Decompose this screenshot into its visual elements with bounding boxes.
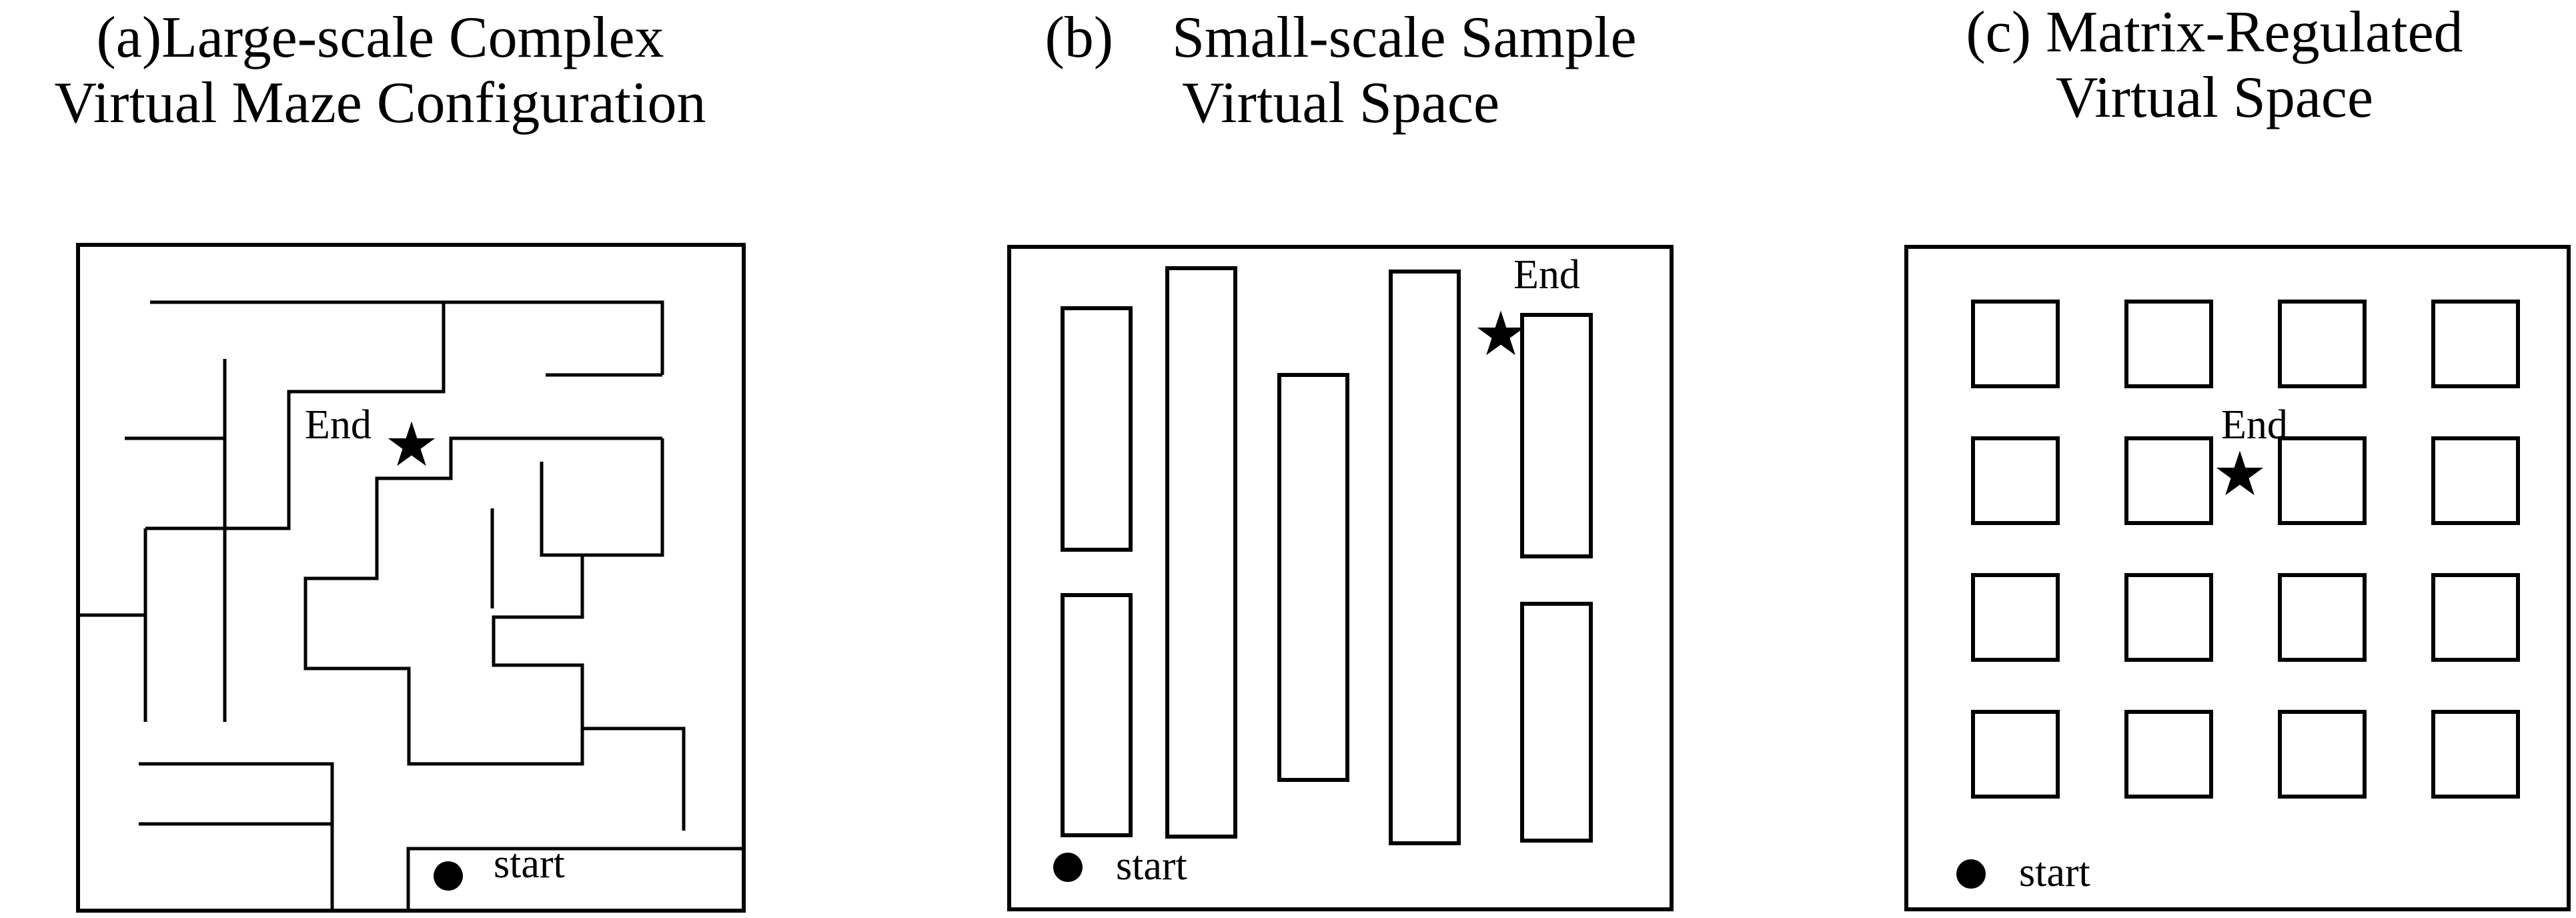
panel-a-maze: End ★ start xyxy=(76,243,746,913)
grid-block xyxy=(2278,300,2367,388)
panel-c-title-line-2: Virtual Space xyxy=(2055,65,2374,130)
grid-block xyxy=(2124,300,2213,388)
panel-b-title-line-1: (b) Small-scale Sample xyxy=(1045,5,1637,70)
panel-c-outer-wall xyxy=(1904,245,2571,911)
grid-block xyxy=(2431,573,2520,662)
panel-b-obstacles xyxy=(1061,266,1593,845)
panel-a-end-label: End xyxy=(305,402,372,448)
panel-b-space: End ★ start xyxy=(1007,245,1674,911)
panel-a-title: (a)Large-scale Complex Virtual Maze Conf… xyxy=(0,5,760,136)
obstacle-block xyxy=(1061,306,1133,552)
panel-c-grid-blocks xyxy=(1971,300,2520,799)
panel-a-maze-walls xyxy=(78,300,744,911)
panel-a-start-label: start xyxy=(494,841,565,887)
panel-b-end-star-icon: ★ xyxy=(1473,300,1528,368)
maze-wall xyxy=(145,302,446,530)
panel-c-space: End ★ start xyxy=(1904,245,2571,911)
grid-block xyxy=(1971,573,2060,662)
panel-b-title: (b) Small-scale Sample Virtual Space xyxy=(960,5,1721,136)
grid-block xyxy=(2431,300,2520,388)
grid-block xyxy=(2124,710,2213,799)
panel-a-outer-wall xyxy=(76,243,746,913)
panel-b-outer-wall xyxy=(1007,245,1674,911)
grid-block xyxy=(2278,436,2367,525)
panel-b-title-line-2: Virtual Space xyxy=(1181,71,1500,135)
grid-block xyxy=(2124,573,2213,662)
panel-c-start-marker xyxy=(1956,859,1986,889)
grid-block xyxy=(1971,300,2060,388)
panel-c-end-star-icon: ★ xyxy=(2212,440,2267,508)
maze-wall xyxy=(150,300,664,375)
obstacle-block xyxy=(1165,266,1237,839)
grid-block xyxy=(2431,710,2520,799)
grid-block xyxy=(2431,436,2520,525)
grid-block xyxy=(1971,436,2060,525)
maze-wall xyxy=(139,762,334,911)
maze-wall xyxy=(406,847,744,911)
panel-a-start-marker xyxy=(434,861,463,891)
obstacle-block xyxy=(1277,373,1349,782)
panel-b-end-label: End xyxy=(1513,252,1580,298)
panel-c-start-label: start xyxy=(2019,850,2090,895)
panel-a-title-line-2: Virtual Maze Configuration xyxy=(54,71,706,135)
grid-block xyxy=(2278,573,2367,662)
panel-c-title-line-1: (c) Matrix-Regulated xyxy=(1966,0,2463,65)
maze-wall xyxy=(542,438,664,557)
panel-c-title: (c) Matrix-Regulated Virtual Space xyxy=(1834,0,2576,131)
panel-c-end-label: End xyxy=(2221,402,2288,448)
obstacle-block xyxy=(1389,270,1461,845)
panel-a-end-star-icon: ★ xyxy=(384,411,439,479)
obstacle-block xyxy=(1061,593,1133,837)
panel-b-start-label: start xyxy=(1116,843,1187,889)
obstacle-block xyxy=(1520,313,1593,558)
panel-b-start-marker xyxy=(1053,853,1083,882)
grid-block xyxy=(2278,710,2367,799)
maze-wall xyxy=(582,727,686,831)
maze-wall xyxy=(303,436,662,766)
grid-block xyxy=(2124,436,2213,525)
grid-block xyxy=(1971,710,2060,799)
obstacle-block xyxy=(1520,602,1593,843)
panel-a-title-line-1: (a)Large-scale Complex xyxy=(96,5,664,70)
